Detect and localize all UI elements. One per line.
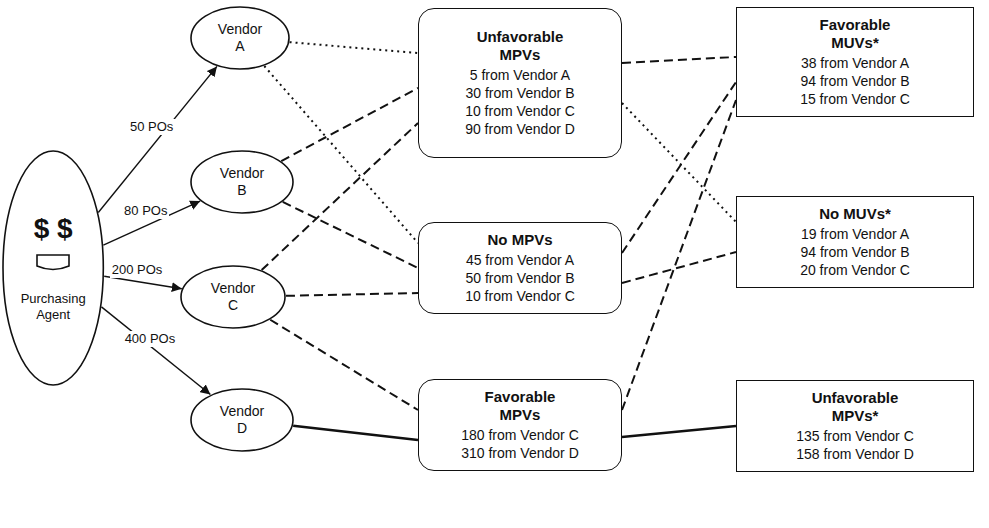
node-text: 94 from Vendor B xyxy=(801,243,910,261)
edge-label: 80 POs xyxy=(122,203,169,219)
flow-line xyxy=(264,66,418,243)
node-text: 50 from Vendor B xyxy=(466,269,575,287)
flow-line xyxy=(286,293,418,296)
node-content: Unfavorable MPVs* 135 from Vendor C158 fr… xyxy=(796,389,914,463)
result-box: Unfavorable MPVs* 135 from Vendor C158 fr… xyxy=(736,380,974,472)
box-heading: Unfavorable MPVs* xyxy=(801,389,909,425)
node-content: Vendor D xyxy=(220,403,264,437)
flow-line xyxy=(622,57,736,63)
order-arrow xyxy=(101,307,210,395)
document-icon xyxy=(35,251,71,277)
box-heading: No MUVs* xyxy=(819,205,891,223)
edge-label: 200 POs xyxy=(110,262,165,278)
node-text: 10 from Vendor C xyxy=(465,102,575,120)
node-text: 180 from Vendor C xyxy=(461,426,579,444)
flow-line xyxy=(281,88,418,161)
node-content: No MUVs* 19 from Vendor A94 from Vendor B… xyxy=(800,205,910,279)
order-arrow xyxy=(103,201,200,245)
node-text: Purchasing Agent xyxy=(21,291,86,323)
vendor-ellipse: Vendor C xyxy=(180,265,286,329)
flow-line xyxy=(283,202,418,268)
flow-line xyxy=(622,252,736,283)
vendor-ellipse: Vendor A xyxy=(190,6,290,70)
box-heading: No MPVs xyxy=(487,231,552,249)
flow-line xyxy=(622,426,736,437)
node-content: Unfavorable MPVs 5 from Vendor A30 from V… xyxy=(465,28,575,138)
node-text: Vendor D xyxy=(220,403,264,437)
variance-box: Favorable MPVs 180 from Vendor C310 from … xyxy=(418,379,622,471)
result-box: Favorable MUVs* 38 from Vendor A94 from V… xyxy=(736,7,974,117)
result-box: No MUVs* 19 from Vendor A94 from Vendor B… xyxy=(736,196,974,288)
node-text: 90 from Vendor D xyxy=(465,120,575,138)
flow-line xyxy=(270,320,418,410)
node-text: 45 from Vendor A xyxy=(466,251,574,269)
node-content: Favorable MPVs 180 from Vendor C310 from … xyxy=(461,388,579,462)
agent-ellipse: $ $ Purchasing Agent xyxy=(2,150,104,386)
node-text: 94 from Vendor B xyxy=(801,72,910,90)
node-text: 15 from Vendor C xyxy=(800,90,910,108)
edge-label: 50 POs xyxy=(128,119,175,135)
node-text: 38 from Vendor A xyxy=(801,54,909,72)
box-heading: Favorable MUVs* xyxy=(801,16,909,52)
edge-label: 400 POs xyxy=(123,331,178,347)
node-text: Vendor B xyxy=(220,165,264,199)
node-text: 158 from Vendor D xyxy=(796,445,914,463)
node-text: Vendor A xyxy=(218,21,262,55)
node-text: 19 from Vendor A xyxy=(801,225,909,243)
node-content: Vendor B xyxy=(220,165,264,199)
variance-box: No MPVs 45 from Vendor A50 from Vendor B1… xyxy=(418,222,622,314)
node-text: 310 from Vendor D xyxy=(461,444,579,462)
node-content: $ $ Purchasing Agent xyxy=(21,213,86,323)
flow-line xyxy=(622,82,736,253)
flow-line xyxy=(622,103,736,222)
box-heading: Favorable MPVs xyxy=(466,388,574,424)
node-content: Vendor C xyxy=(211,280,255,314)
node-text: 5 from Vendor A xyxy=(470,66,570,84)
node-text: $ $ xyxy=(34,213,73,245)
node-content: Vendor A xyxy=(218,21,262,55)
node-content: No MPVs 45 from Vendor A50 from Vendor B1… xyxy=(465,231,575,305)
flow-line xyxy=(622,100,736,410)
flow-line xyxy=(290,42,418,53)
node-text: Vendor C xyxy=(211,280,255,314)
node-text: 10 from Vendor C xyxy=(465,287,575,305)
node-content: Favorable MUVs* 38 from Vendor A94 from V… xyxy=(800,16,910,108)
node-text: 30 from Vendor B xyxy=(466,84,575,102)
vendor-ellipse: Vendor D xyxy=(190,388,294,452)
node-text: 20 from Vendor C xyxy=(800,261,910,279)
variance-box: Unfavorable MPVs 5 from Vendor A30 from V… xyxy=(418,8,622,158)
vendor-ellipse: Vendor B xyxy=(190,150,294,214)
node-text: 135 from Vendor C xyxy=(796,427,914,445)
box-heading: Unfavorable MPVs xyxy=(466,28,574,64)
flow-line xyxy=(293,426,418,440)
